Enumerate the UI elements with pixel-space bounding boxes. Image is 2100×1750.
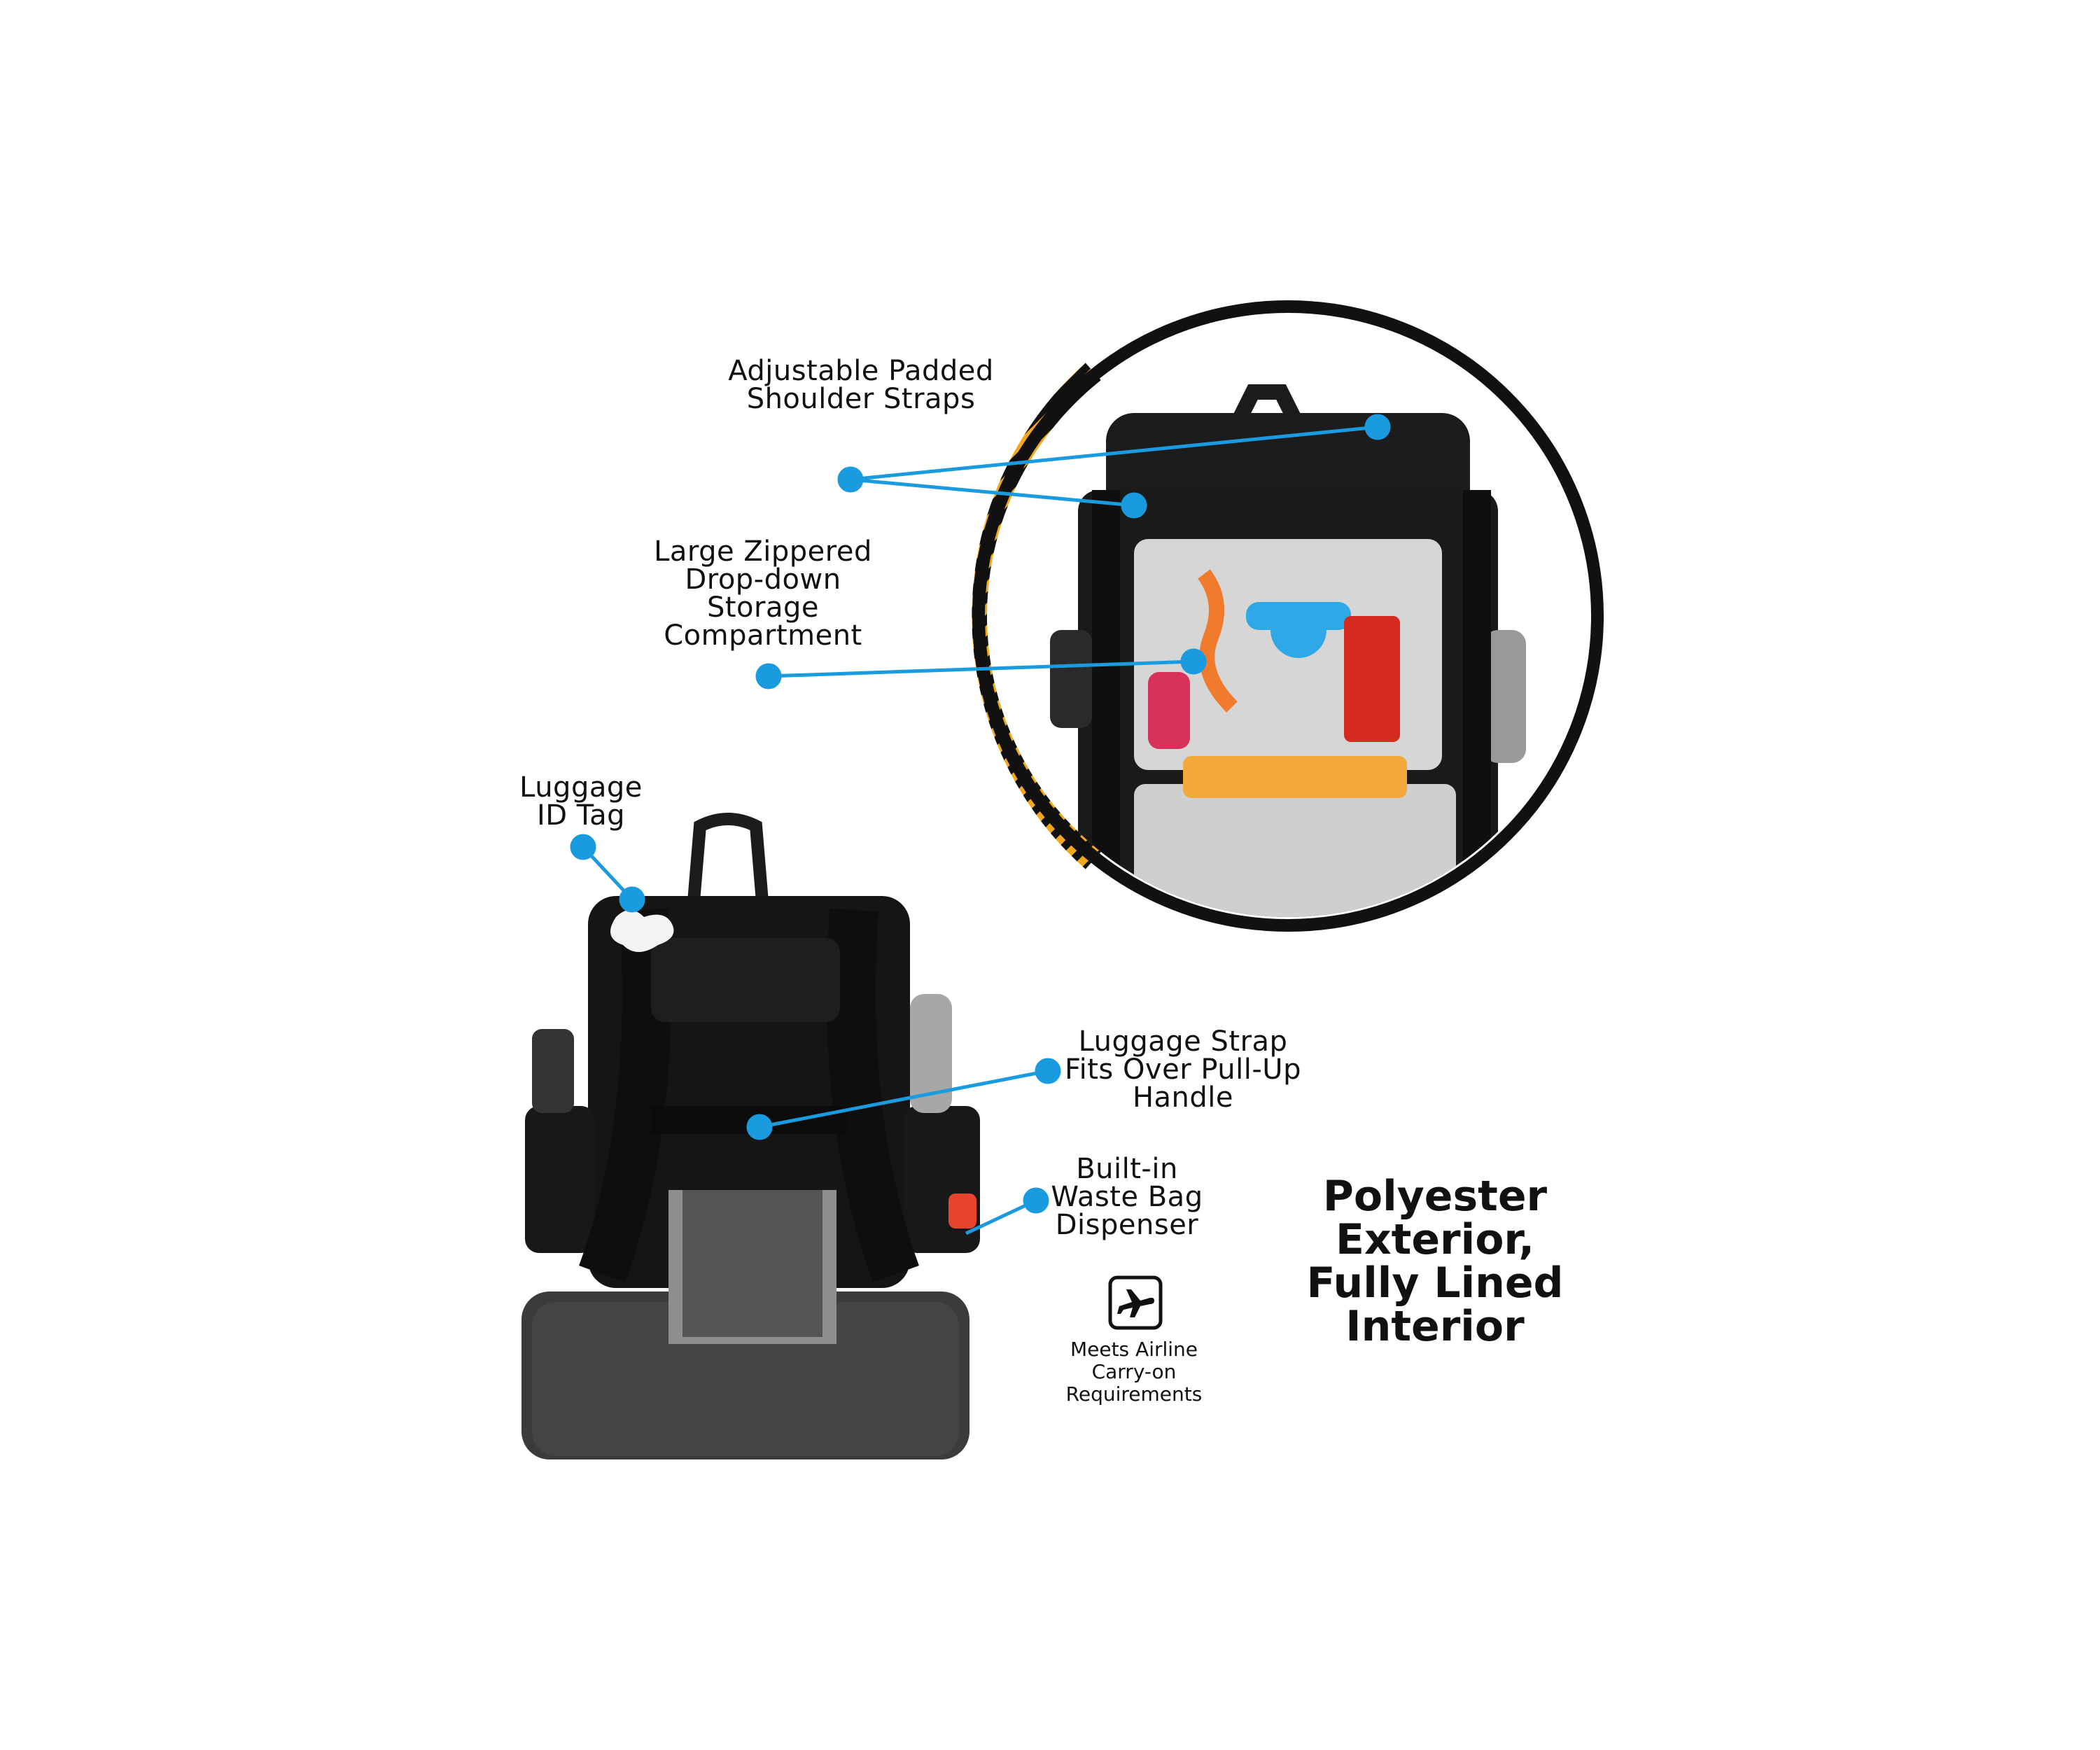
callout-line: Fits Over Pull-Up — [1065, 1054, 1301, 1086]
airline-line: Carry-on — [1091, 1360, 1177, 1383]
callout-luggage-tag: Luggage ID Tag — [504, 774, 658, 830]
callout-line: Waste Bag — [1051, 1181, 1203, 1213]
headline-line: Fully Lined — [1306, 1259, 1564, 1308]
callout-dot-luggage-strap — [746, 1114, 773, 1140]
callout-dot-storage-end — [1180, 648, 1207, 675]
callout-line: Shoulder Straps — [746, 383, 976, 415]
material-headline: Polyester Exterior, Fully Lined Interior — [1281, 1175, 1589, 1348]
headline-line: Exterior, — [1335, 1215, 1534, 1264]
callout-line: Adjustable Padded — [728, 355, 994, 387]
callout-storage-compartment: Large Zippered Drop-down Storage Compart… — [637, 538, 889, 650]
callout-line: Storage — [706, 592, 819, 624]
callout-dot-waste-bag — [1023, 1187, 1049, 1214]
airline-line: Requirements — [1065, 1382, 1203, 1406]
callout-line: Luggage — [519, 771, 643, 804]
callout-line: Luggage Strap — [1078, 1026, 1288, 1058]
callout-dot-storage — [755, 663, 782, 690]
callout-dot-shoulder-straps-end — [1121, 492, 1147, 519]
headline-line: Interior — [1345, 1302, 1525, 1351]
headline-line: Polyester — [1322, 1172, 1548, 1221]
callout-dot-shoulder-straps — [837, 466, 864, 493]
callout-line: Built-in — [1076, 1153, 1178, 1185]
callout-line: Compartment — [664, 620, 862, 652]
callout-dot-luggage-tag — [570, 834, 596, 860]
callout-dot-shoulder-straps-end — [1364, 414, 1391, 440]
callout-waste-bag: Built-in Waste Bag Dispenser — [1036, 1155, 1218, 1239]
callout-line: Large Zippered — [654, 536, 872, 568]
callout-line: ID Tag — [536, 799, 626, 832]
airline-line: Meets Airline — [1070, 1338, 1198, 1361]
callout-line: Dispenser — [1055, 1209, 1199, 1241]
callout-dot-luggage-tag-end — [619, 886, 645, 913]
callout-lines — [570, 414, 1391, 1236]
callout-shoulder-straps: Adjustable Padded Shoulder Straps — [714, 357, 1008, 413]
callout-line: Handle — [1132, 1082, 1234, 1114]
airline-requirements-label: Meets Airline Carry-on Requirements — [1029, 1338, 1239, 1406]
callout-luggage-strap: Luggage Strap Fits Over Pull-Up Handle — [1043, 1028, 1323, 1112]
backpack-on-suitcase-photo — [522, 813, 980, 1460]
callout-line: Drop-down — [685, 564, 841, 596]
callout-dot-luggage-strap-end — [1035, 1058, 1061, 1084]
airplane-icon — [1108, 1275, 1163, 1330]
